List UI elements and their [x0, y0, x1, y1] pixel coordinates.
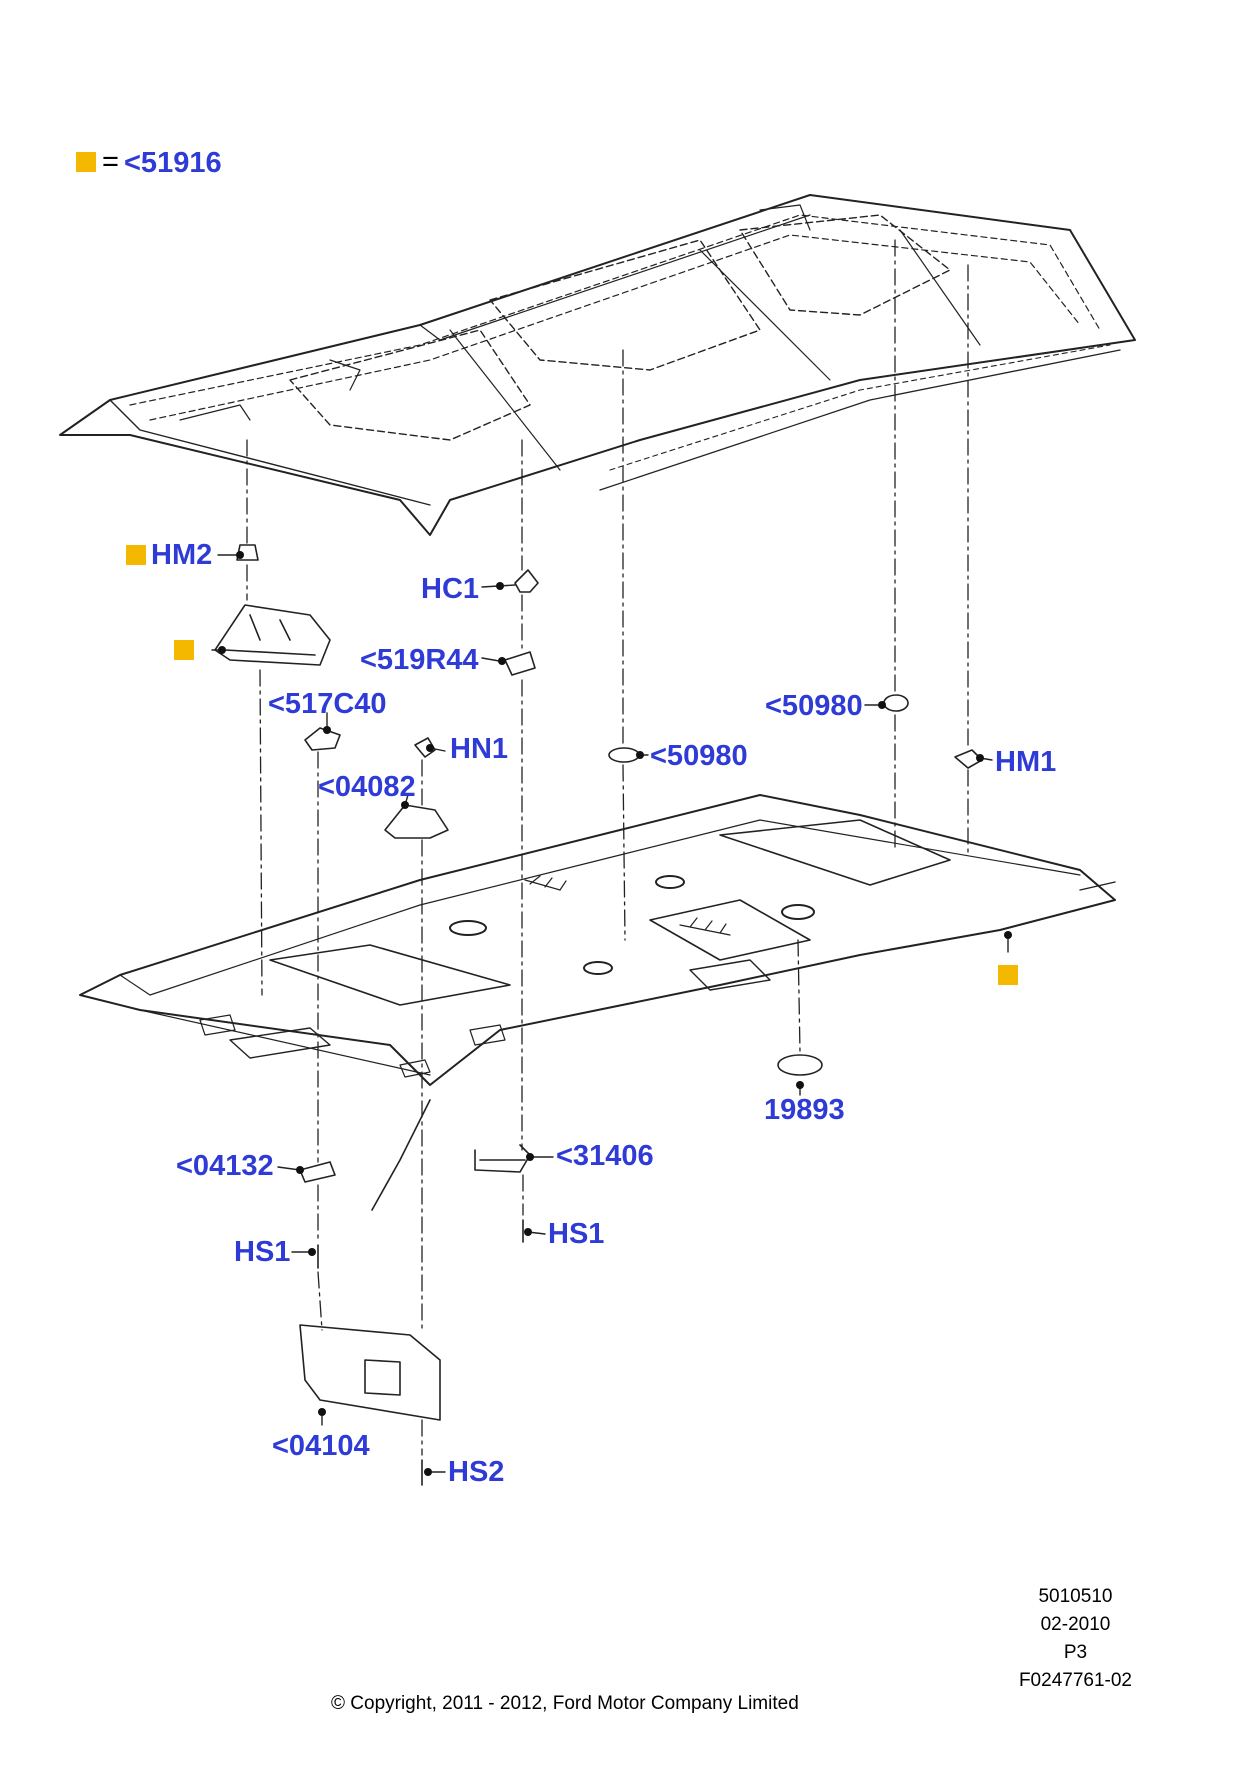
callout-hn1[interactable]: HN1 [450, 733, 509, 765]
callout-hm2[interactable]: HM2 [151, 539, 213, 571]
callout-hs1-right[interactable]: HS1 [548, 1218, 605, 1250]
reference-code: 5010510 [1038, 1586, 1113, 1607]
leader-dots [218, 551, 1012, 1476]
small-parts [214, 544, 983, 1486]
headliner-panel [79, 794, 1116, 1211]
callout-04104[interactable]: <04104 [272, 1430, 370, 1462]
callout-50980-left[interactable]: <50980 [650, 740, 748, 772]
roof-frame [59, 194, 1136, 536]
callout-hc1[interactable]: HC1 [421, 573, 480, 605]
diagram-reference-block: 5010510 02-2010 P3 F0247761-02 [1019, 1583, 1132, 1695]
callout-31406[interactable]: <31406 [556, 1140, 654, 1172]
alignment-lines [246, 239, 969, 1456]
reference-figure: F0247761-02 [1018, 1670, 1132, 1691]
reference-page: P3 [1063, 1642, 1088, 1663]
callout-hm1[interactable]: HM1 [995, 746, 1057, 778]
callout-hs1-left[interactable]: HS1 [234, 1236, 291, 1268]
copyright-notice: © Copyright, 2011 - 2012, Ford Motor Com… [331, 1693, 799, 1714]
callout-517c40[interactable]: <517C40 [268, 688, 387, 720]
marker-swatch-hm2 [126, 545, 146, 565]
callout-19893[interactable]: 19893 [764, 1094, 845, 1126]
legend-equals: = [102, 146, 119, 178]
callout-04082[interactable]: <04082 [318, 771, 416, 803]
marker-swatch-headliner [998, 965, 1018, 985]
legend-marker-swatch [76, 152, 96, 172]
callout-519r44[interactable]: <519R44 [360, 644, 479, 676]
legend-code[interactable]: <51916 [124, 147, 222, 179]
marker-swatch-bracket [174, 640, 194, 660]
callout-50980-right[interactable]: <50980 [765, 690, 863, 722]
callout-hs2[interactable]: HS2 [448, 1456, 505, 1488]
callout-04132[interactable]: <04132 [176, 1150, 274, 1182]
reference-date: 02-2010 [1040, 1614, 1111, 1635]
